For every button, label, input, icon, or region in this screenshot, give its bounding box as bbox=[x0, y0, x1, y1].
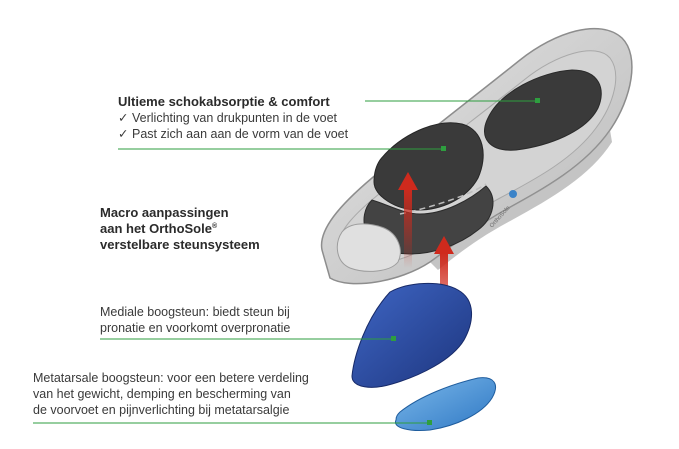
macro-line-2-prefix: aan het OrthoSole bbox=[100, 221, 212, 236]
brand-logo-icon bbox=[509, 190, 517, 198]
shock-item-2: ✓Past zich aan aan de vorm van de voet bbox=[118, 126, 348, 142]
red-arrow-left bbox=[398, 172, 418, 268]
leader-medial bbox=[100, 336, 396, 341]
macro-line-2: aan het OrthoSole® bbox=[100, 221, 217, 237]
checkmark-icon: ✓ bbox=[118, 127, 129, 141]
metatarsal-line-1: Metatarsale boogsteun: voor een betere v… bbox=[33, 371, 309, 385]
leader-shock bbox=[365, 98, 540, 103]
metatarsal-line-2: van het gewicht, demping en bescherming … bbox=[33, 387, 291, 401]
checkmark-icon: ✓ bbox=[118, 111, 129, 125]
shock-item-1: ✓Verlichting van drukpunten in de voet bbox=[118, 110, 337, 126]
medial-arch-support bbox=[351, 282, 472, 388]
leader-pads bbox=[118, 146, 446, 151]
dashed-divider bbox=[399, 183, 487, 215]
metatarsal-pad bbox=[394, 377, 496, 431]
shock-item-1-text: Verlichting van drukpunten in de voet bbox=[132, 111, 337, 125]
shock-title: Ultieme schokabsorptie & comfort bbox=[118, 94, 330, 109]
shock-item-2-text: Past zich aan aan de vorm van de voet bbox=[132, 127, 349, 141]
metatarsal-line-3: de voorvoet en pijnverlichting bij metat… bbox=[33, 403, 290, 417]
registered-mark: ® bbox=[211, 223, 218, 230]
heel-pad bbox=[484, 69, 602, 151]
leader-metatarsal bbox=[33, 420, 432, 425]
macro-line-3: verstelbare steunsysteem bbox=[100, 237, 260, 252]
medial-line-2: pronatie en voorkomt overpronatie bbox=[100, 321, 291, 335]
macro-line-1: Macro aanpassingen bbox=[100, 205, 229, 220]
medial-line-1: Mediale boogsteun: biedt steun bij bbox=[100, 305, 290, 319]
toe-outline bbox=[336, 223, 401, 272]
